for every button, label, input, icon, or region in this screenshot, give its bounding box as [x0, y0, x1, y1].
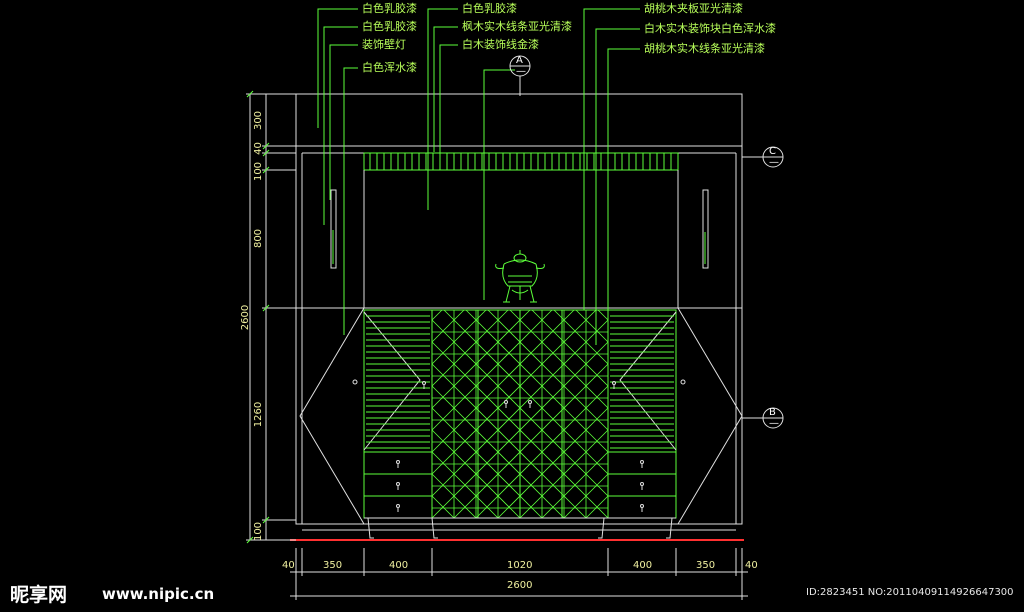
cabinet-feet	[364, 517, 676, 539]
dim-h-350-left: 350	[323, 560, 343, 571]
dim-h-400-right: 400	[633, 560, 653, 571]
section-marker-a: A	[516, 55, 523, 66]
annotation-middle-3: 白木装饰线金漆	[462, 38, 539, 51]
dim-v-2600: 2600	[240, 304, 252, 331]
annotation-right-3: 胡桃木实木线条亚光清漆	[644, 42, 765, 55]
annotation-left-3: 装饰壁灯	[362, 38, 406, 51]
annotation-left-1: 白色乳胶漆	[362, 2, 417, 15]
section-marker-lines	[509, 55, 784, 429]
louver-lines-left	[366, 315, 430, 449]
dim-h-total: 2600	[507, 580, 533, 591]
upper-panel	[363, 170, 679, 308]
outer-frame	[295, 93, 743, 531]
dim-v-300: 300	[253, 110, 265, 131]
annotation-left-4: 白色浑水漆	[362, 61, 417, 74]
dim-h-40-right: 40	[745, 560, 758, 571]
section-marker-a-sub: —	[516, 66, 526, 77]
dim-h-1020: 1020	[507, 560, 533, 571]
section-marker-c-sub: —	[769, 157, 779, 168]
door-handles	[352, 379, 686, 512]
cornice-slats	[363, 152, 679, 171]
annotation-left-2: 白色乳胶漆	[362, 20, 417, 33]
dim-v-100-top: 100	[253, 161, 265, 182]
wall-lamp-left	[330, 189, 337, 269]
dim-v-100-bottom: 100	[253, 521, 265, 542]
vertical-dimension-lines	[246, 90, 296, 544]
watermark-logo: 昵享网	[10, 584, 68, 606]
watermark-id: ID:2823451 NO:20110409114926647300	[806, 587, 1014, 598]
slat-lines	[369, 153, 672, 170]
decorative-urn	[495, 250, 545, 303]
dim-h-350-right: 350	[696, 560, 716, 571]
section-marker-b: B	[769, 407, 776, 418]
annotation-right-1: 胡桃木夹板亚光清漆	[644, 2, 743, 15]
annotation-middle-2: 枫木实木线条亚光清漆	[462, 20, 572, 33]
dim-v-800: 800	[253, 228, 265, 249]
wall-lamp-right	[702, 189, 709, 269]
side-diagonals	[299, 307, 743, 525]
watermark-url: www.nipic.cn	[102, 585, 215, 603]
dim-h-40-left: 40	[282, 560, 295, 571]
dim-v-40: 40	[252, 142, 264, 155]
section-marker-c: C	[769, 146, 776, 157]
dim-v-1260: 1260	[253, 401, 265, 428]
horizontal-dimension-lines	[290, 548, 748, 600]
section-marker-b-sub: —	[769, 418, 779, 429]
louver-lines-right	[610, 315, 674, 449]
leader-lines	[317, 8, 640, 345]
dim-h-400-left: 400	[389, 560, 409, 571]
lattice-grid	[431, 309, 609, 519]
annotation-middle-1: 白色乳胶漆	[462, 2, 517, 15]
annotation-right-2: 白木实木装饰块白色浑水漆	[644, 22, 776, 35]
